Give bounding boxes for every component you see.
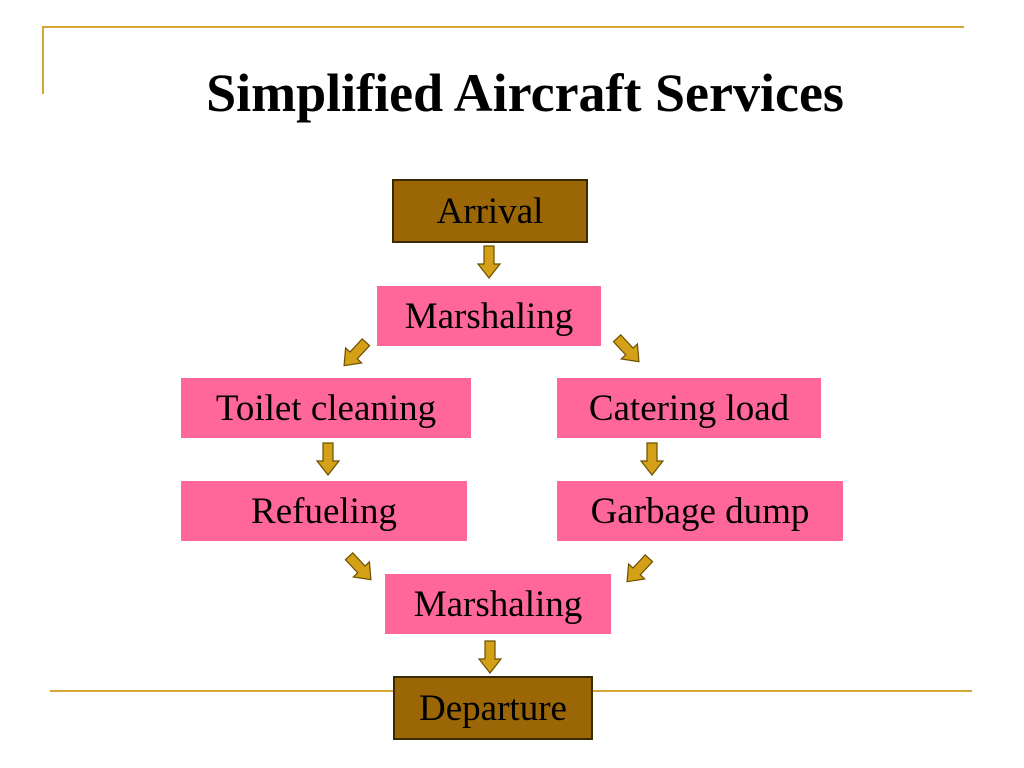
arrow-garbage-dump-to-marshaling: [618, 550, 658, 590]
node-marshaling-out: Marshaling: [383, 572, 613, 636]
node-garbage-dump: Garbage dump: [555, 479, 845, 543]
node-departure: Departure: [393, 676, 593, 740]
arrow-marshaling-to-toilet-cleaning: [335, 334, 375, 374]
arrow-catering-load-to-garbage-dump: [640, 442, 664, 476]
node-refueling: Refueling: [179, 479, 469, 543]
node-marshaling-in: Marshaling: [375, 284, 603, 348]
arrow-toilet-cleaning-to-refueling: [316, 442, 340, 476]
top-left-vertical-rule: [42, 26, 44, 94]
arrow-marshaling-to-departure: [478, 640, 502, 674]
node-catering-load: Catering load: [555, 376, 823, 440]
slide-title: Simplified Aircraft Services: [206, 63, 844, 123]
arrow-marshaling-to-catering-load: [608, 330, 648, 370]
top-horizontal-rule: [42, 26, 964, 28]
arrow-arrival-to-marshaling: [477, 245, 501, 279]
node-arrival: Arrival: [392, 179, 588, 243]
arrow-refueling-to-marshaling: [340, 548, 380, 588]
node-toilet-cleaning: Toilet cleaning: [179, 376, 473, 440]
